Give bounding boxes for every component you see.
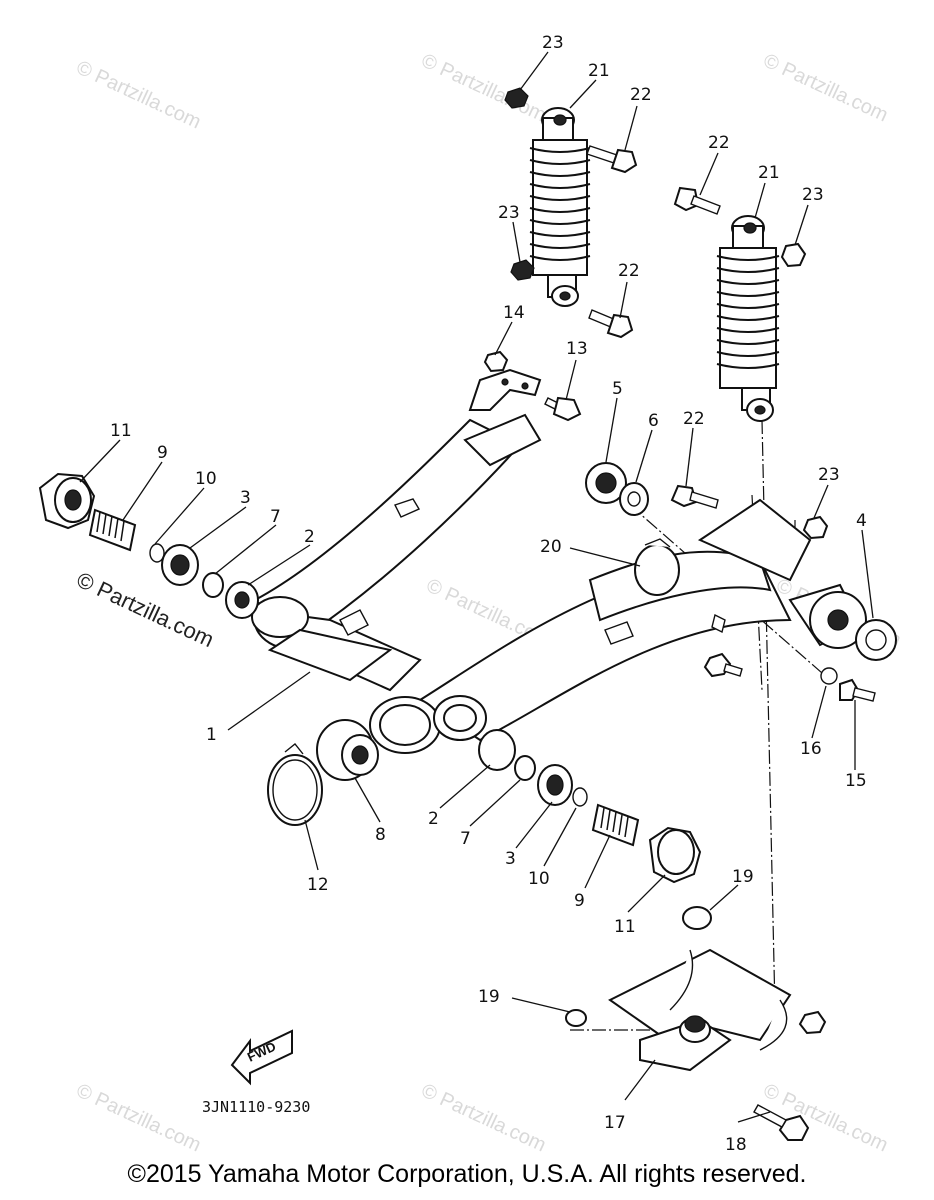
callout-15: 15 (845, 771, 867, 791)
callout-18: 18 (725, 1135, 747, 1155)
copyright-notice: ©2015 Yamaha Motor Corporation, U.S.A. A… (127, 1160, 807, 1188)
callout-17: 17 (604, 1113, 626, 1133)
callout-6: 6 (648, 411, 659, 431)
callout-22: 22 (618, 261, 640, 281)
clamp-20 (634, 538, 680, 596)
callout-19: 19 (732, 867, 754, 887)
callout-7: 7 (460, 829, 471, 849)
callout-23: 23 (498, 203, 520, 223)
left-pivot-parts (38, 472, 259, 619)
callout-22: 22 (683, 409, 705, 429)
callout-16: 16 (800, 739, 822, 759)
callout-9: 9 (574, 891, 585, 911)
callout-10: 10 (195, 469, 217, 489)
leader-lines (79, 51, 874, 1123)
callout-21: 21 (758, 163, 780, 183)
axle-parts (585, 462, 897, 702)
shock-bolts-nuts (483, 87, 829, 540)
callout-23: 23 (802, 185, 824, 205)
forward-arrow: FWD (230, 1029, 293, 1086)
callout-23: 23 (818, 465, 840, 485)
right-pivot-parts (316, 719, 702, 884)
watermark: © Partzilla.com (73, 57, 204, 134)
callout-10: 10 (528, 869, 550, 889)
callout-1: 1 (206, 725, 217, 745)
right-shock-absorber (716, 215, 780, 422)
callouts: 23 21 22 22 21 23 23 22 14 13 5 6 22 23 … (110, 33, 867, 1155)
callout-3: 3 (505, 849, 516, 869)
callout-22: 22 (630, 85, 652, 105)
watermark: © Partzilla.com (418, 50, 549, 127)
center-lines (570, 419, 831, 1031)
callout-14: 14 (503, 303, 525, 323)
callout-11: 11 (110, 421, 132, 441)
callout-23: 23 (542, 33, 564, 53)
partzilla-label: © Partzilla.com (73, 567, 218, 652)
callout-13: 13 (566, 339, 588, 359)
callout-21: 21 (588, 61, 610, 81)
swingarm (251, 368, 867, 754)
hose-clamp (267, 743, 323, 826)
callout-2: 2 (428, 809, 439, 829)
watermark: © Partzilla.com (73, 1080, 204, 1157)
callout-4: 4 (856, 511, 867, 531)
callout-22: 22 (708, 133, 730, 153)
callout-12: 12 (307, 875, 329, 895)
watermark: © Partzilla.com (418, 1080, 549, 1157)
callout-3: 3 (240, 488, 251, 508)
callout-20: 20 (540, 537, 562, 557)
chain-guard-bracket (565, 906, 827, 1141)
callout-8: 8 (375, 825, 386, 845)
callout-7: 7 (270, 507, 281, 527)
watermark: © Partzilla.com (760, 50, 891, 127)
callout-11: 11 (614, 917, 636, 937)
left-shock-absorber (529, 107, 591, 307)
callout-2: 2 (304, 527, 315, 547)
callout-19: 19 (478, 987, 500, 1007)
callout-9: 9 (157, 443, 168, 463)
diagram-code: 3JN1110-9230 (202, 1098, 310, 1116)
callout-5: 5 (612, 379, 623, 399)
